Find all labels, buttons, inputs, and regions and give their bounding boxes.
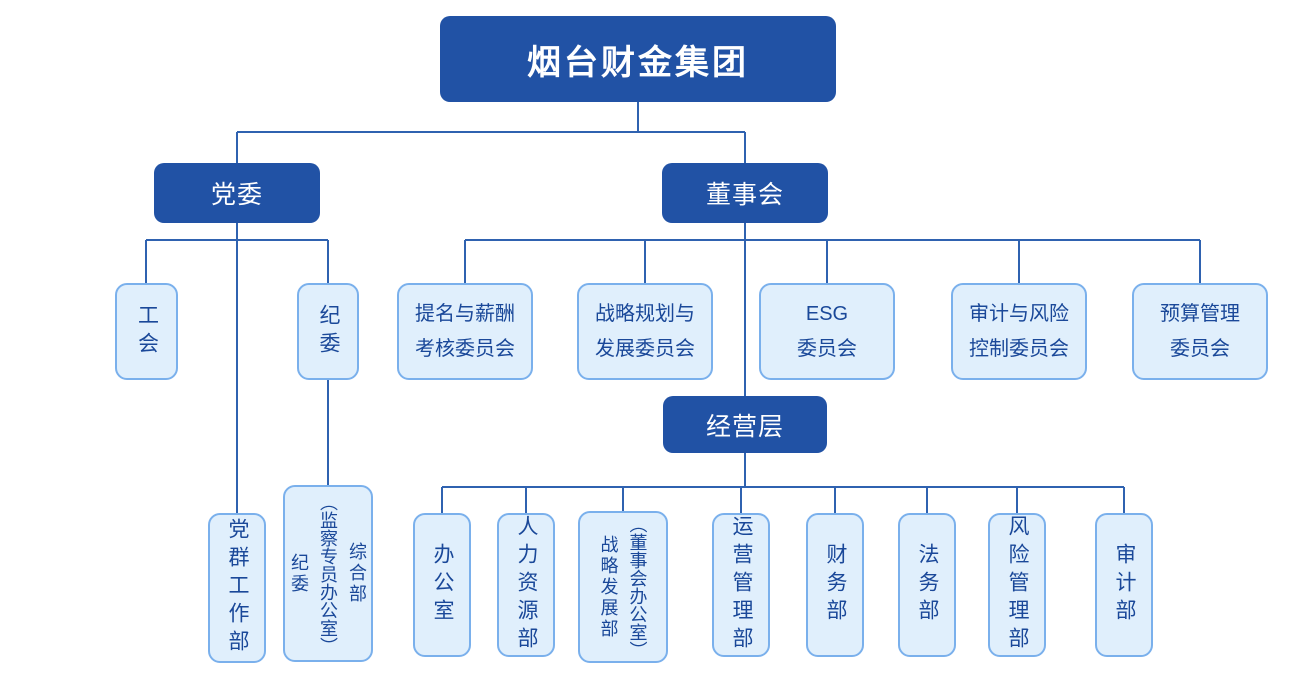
org-node-audit-risk-control-committee: 审计与风险控制委员会	[951, 283, 1087, 380]
node-label: 烟台财金集团	[527, 43, 749, 82]
node-label-line: 发展委员会	[595, 337, 695, 360]
connector-line	[237, 131, 745, 133]
node-label-line: 控制委员会	[969, 337, 1069, 360]
connector-line	[1123, 487, 1125, 513]
node-label: 财务部	[824, 543, 847, 627]
connector-line	[740, 487, 742, 513]
connector-line	[442, 486, 1124, 488]
node-label-line: 考核委员会	[415, 337, 515, 360]
connector-line	[327, 380, 329, 485]
org-node-party-committee: 党委	[154, 163, 320, 223]
connector-line	[637, 102, 639, 133]
org-node-audit-dept: 审计部	[1095, 513, 1153, 657]
connector-line	[1199, 240, 1201, 283]
org-node-party-mass-work-dept: 党群工作部	[208, 513, 266, 663]
org-node-labor-union: 工会	[115, 283, 178, 380]
connector-line	[145, 240, 147, 283]
org-node-esg-committee: ESG 委员会	[759, 283, 895, 380]
connector-line	[1016, 487, 1018, 513]
node-label-column: （董事会办公室）	[627, 515, 648, 659]
node-label-line: 审计与风险	[969, 302, 1069, 325]
org-node-management-level: 经营层	[663, 396, 827, 453]
org-node-operations-management-dept: 运营管理部	[712, 513, 770, 657]
connector-line	[744, 223, 746, 396]
node-label: 运营管理部	[730, 515, 753, 655]
node-label-column: （监察专员办公室）	[318, 492, 338, 655]
node-label: 风险管理部	[1006, 515, 1029, 655]
org-node-human-resources-dept: 人力资源部	[497, 513, 555, 657]
connector-line	[525, 487, 527, 513]
org-node-group-root: 烟台财金集团	[440, 16, 836, 102]
connector-line	[1018, 240, 1020, 283]
connector-line	[622, 487, 624, 511]
node-label: 党委	[210, 181, 263, 209]
org-node-legal-dept: 法务部	[898, 513, 956, 657]
org-node-strategic-development-dept: 战略发展部 （董事会办公室）	[578, 511, 668, 663]
connector-line	[926, 487, 928, 513]
org-node-budget-management-committee: 预算管理委员会	[1132, 283, 1268, 380]
node-label-line: 预算管理	[1160, 302, 1240, 325]
node-label: 纪委	[317, 303, 340, 360]
node-label-line: 战略规划与	[595, 302, 695, 325]
node-label: 审计部	[1113, 543, 1136, 627]
node-label-line: ESG	[805, 302, 849, 325]
node-label: 法务部	[916, 543, 939, 627]
node-label-line: 提名与薪酬	[415, 302, 515, 325]
node-label: 工会	[135, 303, 159, 360]
connector-line	[441, 487, 443, 513]
node-label-line: 委员会	[1170, 337, 1230, 360]
org-node-discipline-committee: 纪委	[297, 283, 359, 380]
node-label: 董事会	[705, 181, 784, 209]
node-label-column: 纪委	[289, 552, 309, 595]
connector-line	[826, 240, 828, 283]
org-node-risk-management-dept: 风险管理部	[988, 513, 1046, 657]
node-label-column: 综合部	[347, 542, 367, 605]
connector-line	[146, 239, 328, 241]
connector-line	[236, 223, 238, 513]
connector-line	[327, 240, 329, 283]
node-label: 党群工作部	[226, 518, 249, 658]
connector-line	[465, 239, 1200, 241]
node-label-line: 委员会	[797, 337, 857, 360]
connector-line	[834, 487, 836, 513]
org-node-board-of-directors: 董事会	[662, 163, 828, 223]
node-label-column: 战略发展部	[598, 534, 619, 640]
connector-line	[464, 240, 466, 283]
org-node-general-office: 办公室	[413, 513, 471, 657]
org-node-general-dept-supervision-office: 纪委 （监察专员办公室） 综合部	[283, 485, 373, 662]
connector-line	[744, 132, 746, 163]
connector-line	[236, 132, 238, 163]
node-label: 办公室	[431, 543, 454, 627]
org-node-nomination-remuneration-committee: 提名与薪酬考核委员会	[397, 283, 533, 380]
node-label: 经营层	[705, 412, 784, 441]
node-label: 人力资源部	[515, 515, 538, 655]
connector-line	[644, 240, 646, 283]
org-node-strategic-planning-committee: 战略规划与发展委员会	[577, 283, 713, 380]
connector-line	[744, 453, 746, 487]
org-node-finance-dept: 财务部	[806, 513, 864, 657]
